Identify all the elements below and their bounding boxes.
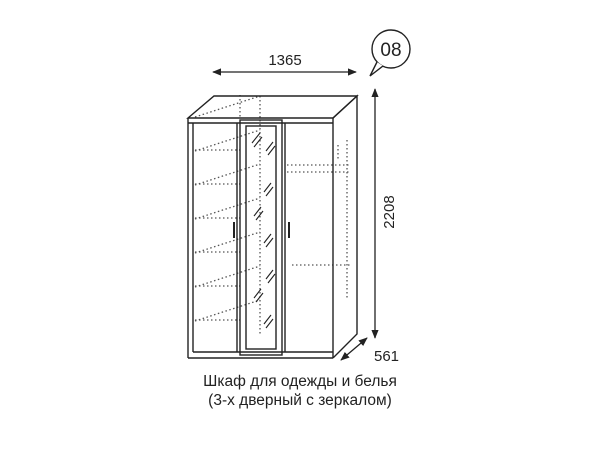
model-number-badge: 08 [369,29,411,77]
depth-dimension: 561 [340,337,399,365]
caption-subtitle: (3-х дверный с зеркалом) [208,392,392,409]
height-dimension: 2208 [371,88,398,339]
caption-title: Шкаф для одежды и белья [203,373,397,390]
hidden-shelves [194,95,352,334]
door-handles [233,222,290,238]
wardrobe-body [186,94,359,359]
width-label: 1365 [268,52,301,69]
depth-label: 561 [374,348,399,365]
height-label: 2208 [381,195,398,228]
model-number: 08 [380,40,401,61]
width-dimension: 1365 [212,52,357,76]
mirror-glare [251,132,276,329]
